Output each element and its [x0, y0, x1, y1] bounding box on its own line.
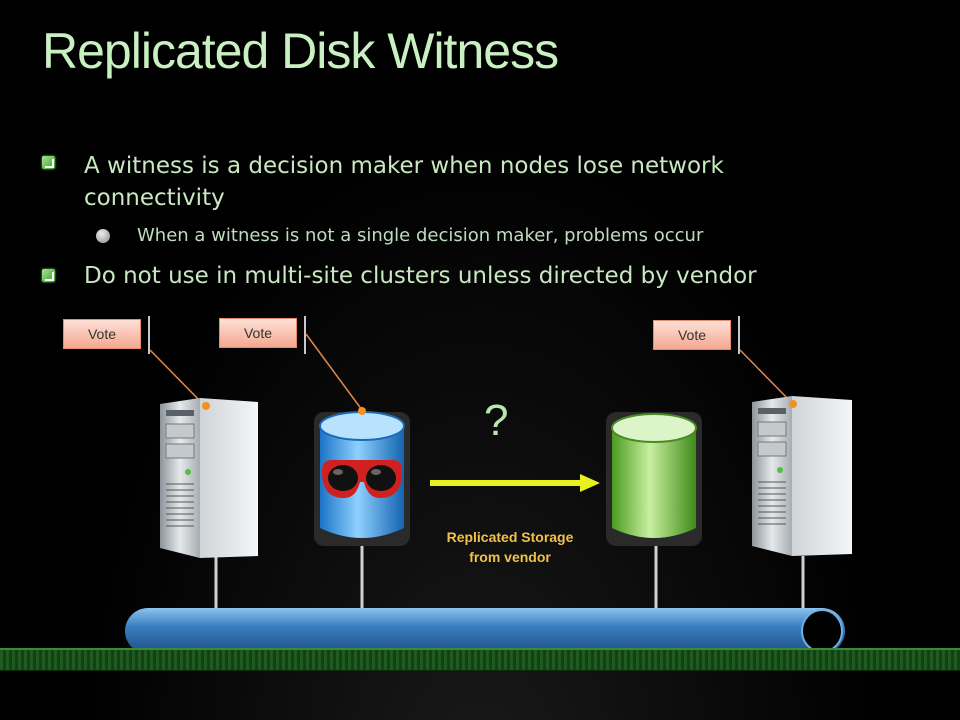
- bullet-multisite-warning: Do not use in multi-site clusters unless…: [84, 263, 757, 289]
- vote-callout-bar: [738, 316, 740, 354]
- replication-label: Replicated Storage from vendor: [420, 527, 600, 567]
- server-icon: [160, 398, 258, 558]
- sub-bullet-decision-maker: When a witness is not a single decision …: [137, 225, 704, 246]
- bullet-marker-icon: [42, 156, 55, 169]
- replication-label-line-1: Replicated Storage: [446, 529, 574, 545]
- vote-label-right-server: Vote: [653, 320, 731, 350]
- vote-label-witness-disk: Vote: [219, 318, 297, 348]
- network-drops: [214, 540, 805, 610]
- ground-strip: [0, 648, 960, 671]
- vote-label-left-server: Vote: [63, 319, 141, 349]
- sunglasses-icon: [322, 460, 402, 498]
- vote-callout-bar: [304, 316, 306, 354]
- server-icon: [752, 396, 852, 556]
- replication-label-line-2: from vendor: [469, 549, 551, 565]
- vote-callout-bar: [148, 316, 150, 354]
- bullet-witness-definition: A witness is a decision maker when nodes…: [84, 153, 724, 211]
- bullet-marker-icon: [42, 269, 55, 282]
- network-pipe-icon: [125, 608, 845, 654]
- sub-bullet-marker-icon: [96, 229, 110, 243]
- database-icon: [606, 412, 702, 546]
- vote-callout-lines: [149, 333, 794, 411]
- replication-question-mark: ?: [484, 396, 509, 445]
- arrow-icon: [430, 474, 600, 492]
- slide-title: Replicated Disk Witness: [42, 23, 559, 79]
